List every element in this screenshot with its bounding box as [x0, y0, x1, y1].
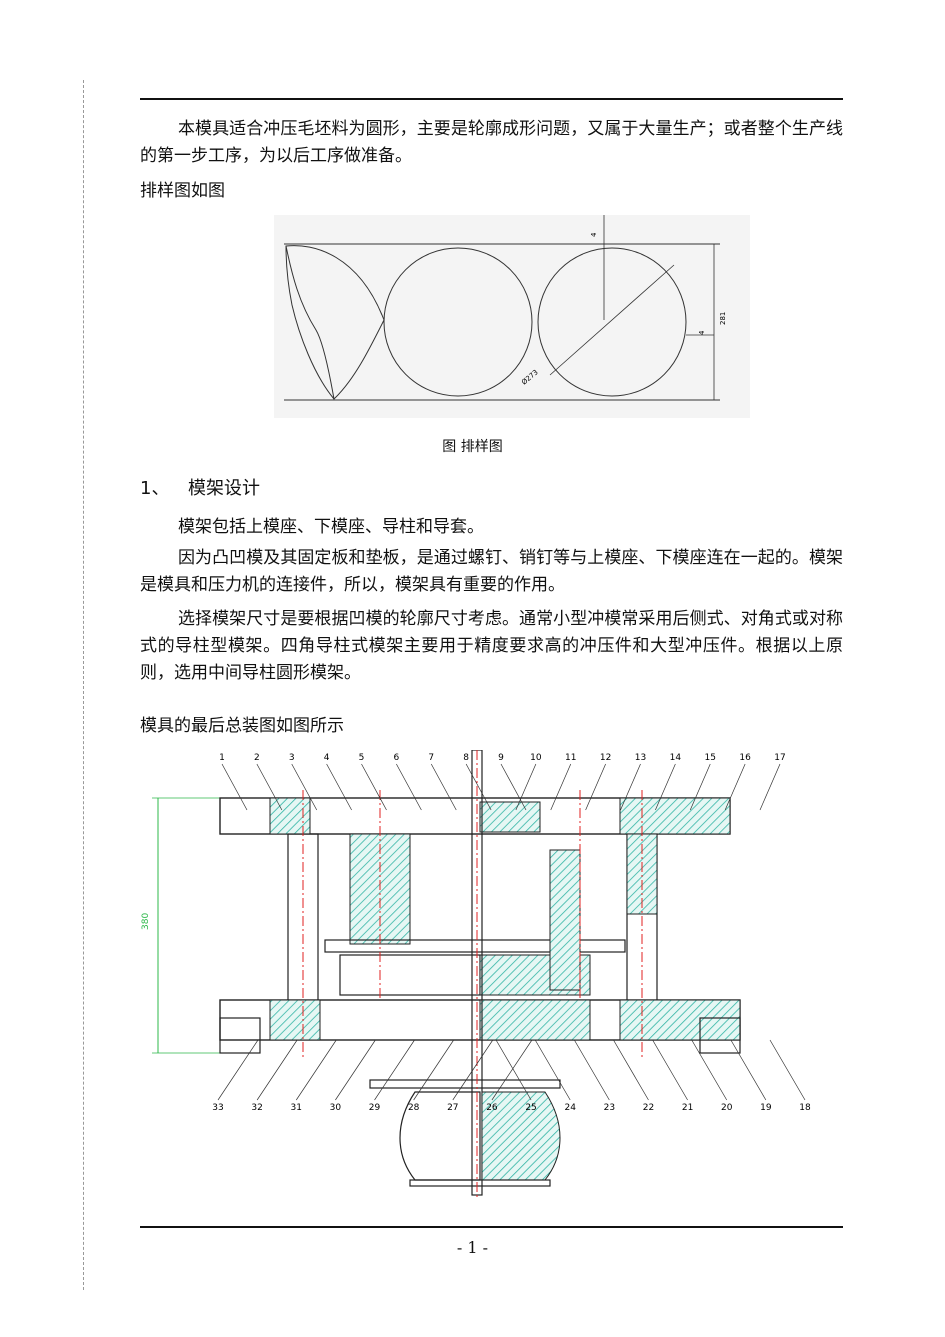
callout-top-11: 11 [565, 753, 576, 763]
callout-top-17: 17 [774, 753, 785, 763]
callout-leader [652, 1039, 688, 1101]
callout-leader [430, 763, 457, 811]
callout-leader [295, 1039, 337, 1101]
callout-leader [769, 1039, 806, 1101]
callout-top-15: 15 [705, 753, 716, 763]
callout-bottom-30: 30 [330, 1103, 342, 1113]
callout-top-9: 9 [498, 753, 504, 763]
dim-top-label: 4 [590, 232, 598, 237]
callout-leader [620, 763, 641, 811]
callout-top-14: 14 [670, 753, 682, 763]
callout-bottom-24: 24 [564, 1103, 576, 1113]
callout-top-5: 5 [359, 753, 365, 763]
callout-leader [491, 1039, 533, 1101]
callout-leader [256, 1039, 298, 1101]
callout-top-7: 7 [428, 753, 434, 763]
frame-paragraph-1: 模架包括上模座、下模座、导柱和导套。 [178, 517, 484, 537]
callout-bottom-22: 22 [643, 1103, 654, 1113]
callout-top-3: 3 [289, 753, 295, 763]
callout-top-16: 16 [739, 753, 751, 763]
section-heading: 1、模架设计 [140, 474, 260, 500]
overall-height-label: 380 [141, 913, 151, 930]
callout-leader [655, 763, 676, 811]
callout-leader [574, 1039, 610, 1101]
callout-bottom-18: 18 [799, 1103, 811, 1113]
section-title: 模架设计 [188, 478, 260, 499]
callout-leader [495, 1039, 532, 1101]
frame-paragraph-3: 选择模架尺寸是要根据凹模的轮廓尺寸考虑。通常小型冲模常采用后侧式、对角式或对称式… [140, 609, 843, 683]
callout-leader [689, 763, 711, 811]
callout-leader [585, 763, 606, 811]
callout-leader [534, 1039, 571, 1101]
figure-caption: 图 排样图 [442, 439, 503, 455]
callout-leader [396, 763, 422, 811]
callout-leader [550, 763, 572, 811]
callout-leader [217, 1039, 259, 1101]
callout-top-1: 1 [219, 753, 225, 763]
callout-leader [452, 1039, 494, 1101]
callout-leader [221, 763, 248, 811]
callout-bottom-33: 33 [212, 1103, 223, 1113]
callout-leader [465, 763, 492, 811]
callout-leader [515, 763, 537, 811]
section-number: 1、 [140, 478, 170, 499]
callout-leader [613, 1039, 649, 1101]
callout-bottom-32: 32 [251, 1103, 262, 1113]
callout-bottom-28: 28 [408, 1103, 420, 1113]
strip-layout-figure: 4 4 281 Ø273 [274, 215, 750, 418]
callout-top-10: 10 [530, 753, 542, 763]
dim-diameter-label: Ø273 [520, 368, 540, 386]
callout-top-2: 2 [254, 753, 260, 763]
callout-leader [691, 1039, 728, 1101]
callout-leader [500, 763, 527, 811]
callout-top-8: 8 [463, 753, 469, 763]
callout-bottom-19: 19 [760, 1103, 772, 1113]
callout-leader [291, 763, 318, 811]
callout-leader [256, 763, 283, 811]
callout-leader [730, 1039, 767, 1101]
frame-paragraph-2: 因为凸凹模及其固定板和垫板，是通过螺钉、销钉等与上模座、下模座连在一起的。模架是… [140, 548, 843, 595]
layout-intro: 排样图如图 [140, 181, 225, 201]
callout-top-12: 12 [600, 753, 611, 763]
callout-bottom-31: 31 [291, 1103, 302, 1113]
page-number: - 1 - [456, 1238, 489, 1257]
callout-bottom-27: 27 [447, 1103, 458, 1113]
callout-leader [413, 1039, 454, 1101]
header-rule [140, 98, 843, 100]
callout-bottom-29: 29 [369, 1103, 381, 1113]
callout-top-6: 6 [394, 753, 400, 763]
intro-paragraph: 本模具适合冲压毛坯料为圆形，主要是轮廓成形问题，又属于大量生产；或者整个生产线的… [140, 119, 843, 166]
callout-top-4: 4 [324, 753, 330, 763]
callout-leader [374, 1039, 415, 1101]
callout-leader [361, 763, 387, 811]
callout-leader [335, 1039, 376, 1101]
assembly-intro: 模具的最后总装图如图所示 [140, 716, 344, 736]
callout-leader [724, 763, 746, 811]
callout-top-13: 13 [635, 753, 646, 763]
footer-rule [140, 1226, 843, 1228]
dim-side-label: 4 [698, 330, 706, 335]
callout-leader [326, 763, 352, 811]
callout-bottom-20: 20 [721, 1103, 733, 1113]
callout-bottom-26: 26 [486, 1103, 498, 1113]
dim-height-label: 281 [719, 312, 727, 325]
binding-line [83, 80, 84, 1290]
callout-bottom-23: 23 [604, 1103, 615, 1113]
callout-leader [759, 763, 781, 811]
callout-bottom-25: 25 [525, 1103, 536, 1113]
callout-bottom-21: 21 [682, 1103, 693, 1113]
